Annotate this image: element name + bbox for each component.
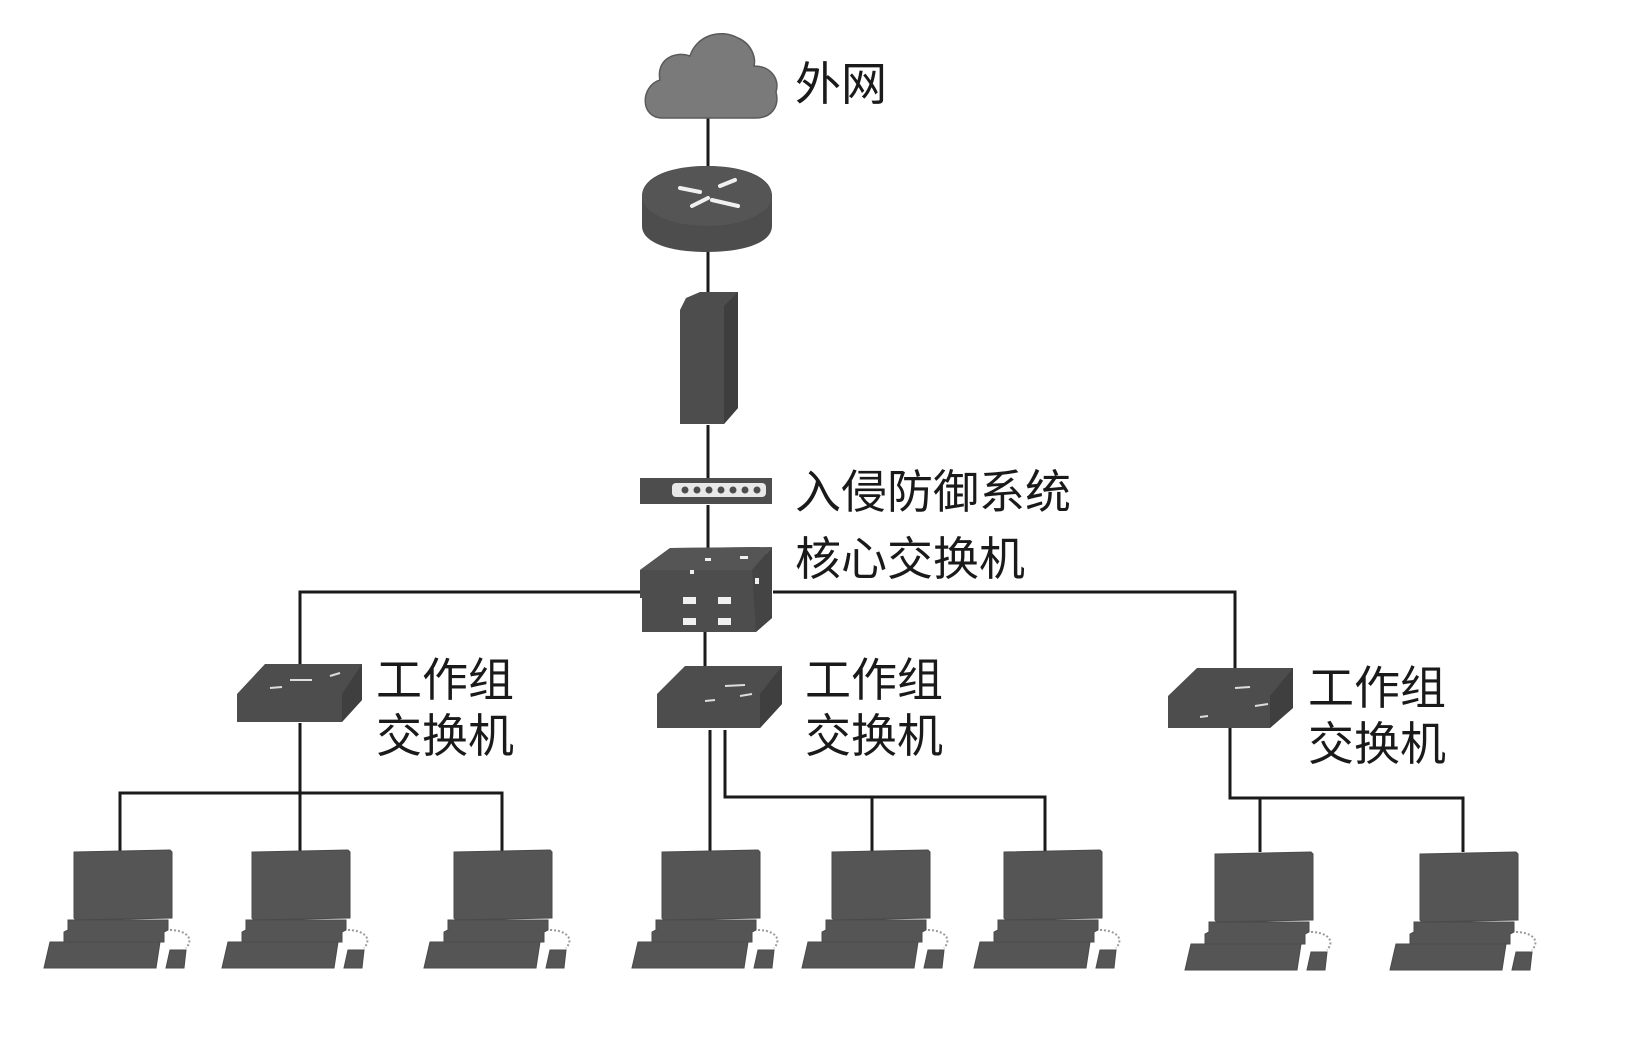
ips-label: 入侵防御系统: [795, 465, 1071, 519]
workgroup-switch-2-label-line1: 工作组: [805, 653, 943, 707]
pc-3-icon[interactable]: [423, 849, 567, 969]
core-switch-icon[interactable]: [640, 547, 772, 632]
workgroup-switch-2-icon[interactable]: [657, 666, 782, 728]
workgroup-switch-3-icon[interactable]: [1168, 668, 1293, 728]
link-switch2-bus: [723, 730, 1047, 852]
workgroup-switch-2-label: 工作组 交换机: [805, 652, 943, 764]
pc-6-icon[interactable]: [973, 849, 1117, 969]
internet-label: 外网: [795, 57, 887, 111]
pc-1-icon[interactable]: [43, 849, 187, 969]
pc-4-icon[interactable]: [631, 849, 775, 969]
firewall-icon[interactable]: [680, 292, 738, 424]
router-icon[interactable]: [642, 166, 772, 252]
link-switch3-bus: [1228, 728, 1465, 852]
workgroup-switch-3-label-line2: 交换机: [1308, 717, 1446, 771]
workgroup-switch-1-icon[interactable]: [237, 664, 362, 722]
workgroup-switch-2-label-line2: 交换机: [805, 709, 943, 763]
core-switch-label: 核心交换机: [795, 532, 1025, 586]
workgroup-switch-1-label-line2: 交换机: [376, 709, 514, 763]
cloud-icon[interactable]: [644, 33, 778, 119]
pc-5-icon[interactable]: [801, 849, 945, 969]
link-core-switch-3: [773, 590, 1237, 668]
pc-7-icon[interactable]: [1184, 851, 1328, 971]
workgroup-switch-3-label-line1: 工作组: [1308, 661, 1446, 715]
links: [118, 118, 1465, 852]
ips-appliance-icon[interactable]: [640, 478, 772, 504]
workgroup-switch-1-label: 工作组 交换机: [376, 652, 514, 764]
workgroup-switch-1-label-line1: 工作组: [376, 653, 514, 707]
workgroup-switch-3-label: 工作组 交换机: [1308, 660, 1446, 772]
pc-8-icon[interactable]: [1389, 851, 1533, 971]
pc-2-icon[interactable]: [221, 849, 365, 969]
link-switch1-bus: [118, 791, 504, 852]
link-core-switch-1: [298, 590, 640, 668]
